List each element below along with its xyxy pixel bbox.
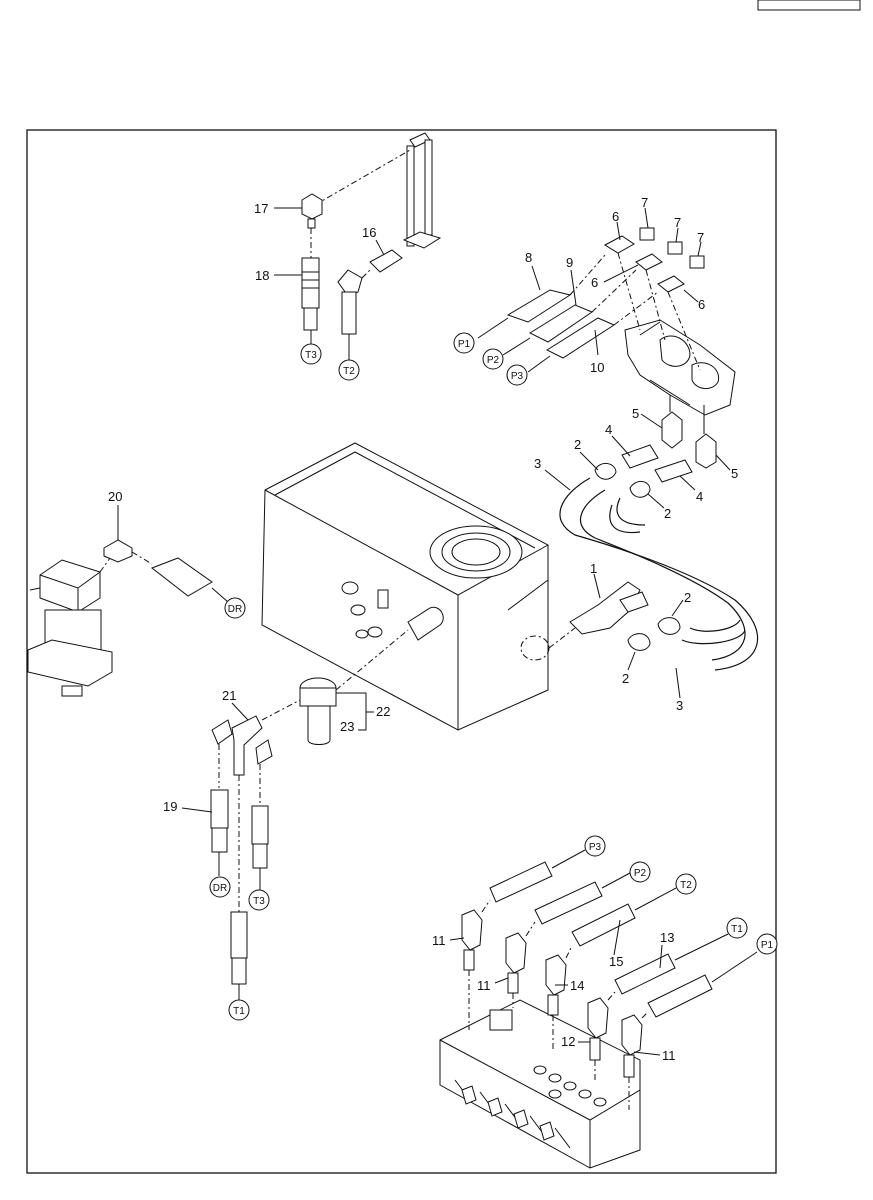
- callout-4: 4: [696, 489, 703, 504]
- callout-2: 2: [684, 590, 691, 605]
- port-tag-t1: T1: [731, 924, 743, 935]
- callout-labels: 1 2 2 2 2 3 3 4 4 5 5 6 6 6 7 7 7 8 9 10…: [108, 195, 738, 1063]
- port-tag-p1: P1: [761, 940, 774, 951]
- callout-11: 11: [432, 933, 446, 948]
- return-line-assembly: [301, 132, 442, 360]
- callout-11: 11: [662, 1048, 676, 1063]
- callout-12: 12: [561, 1034, 575, 1049]
- port-tag-labels: P1 P2 P3 T3 T2 DR DR T3 T1 P3 P2 T2 T1 P…: [213, 339, 774, 1017]
- callout-14: 14: [570, 978, 584, 993]
- port-tag-circles: [209, 332, 778, 1021]
- callout-4: 4: [605, 422, 612, 437]
- callout-19: 19: [163, 799, 177, 814]
- callout-2: 2: [622, 671, 629, 686]
- callout-7: 7: [697, 230, 704, 245]
- drawing-frame: [26, 129, 777, 1174]
- page-tab-box: [757, 0, 861, 11]
- callout-17: 17: [254, 201, 268, 216]
- port-tag-t3: T3: [305, 350, 317, 361]
- callout-7: 7: [674, 215, 681, 230]
- callout-22: 22: [376, 704, 390, 719]
- callout-1: 1: [590, 561, 597, 576]
- port-tag-p2: P2: [634, 868, 647, 879]
- callout-23: 23: [340, 719, 354, 734]
- callout-9: 9: [566, 255, 573, 270]
- callout-2: 2: [664, 506, 671, 521]
- swing-motor: [27, 539, 229, 697]
- callout-6: 6: [698, 297, 705, 312]
- callout-15: 15: [609, 954, 623, 969]
- port-tag-p1: P1: [458, 339, 471, 350]
- hydraulic-tank: [261, 442, 576, 731]
- callout-20: 20: [108, 489, 122, 504]
- callout-6: 6: [612, 209, 619, 224]
- port-tag-t2: T2: [343, 366, 355, 377]
- suction-hoses: [559, 444, 759, 671]
- callout-10: 10: [590, 360, 604, 375]
- port-tag-p3: P3: [589, 842, 602, 853]
- callout-2: 2: [574, 437, 581, 452]
- port-tag-p2: P2: [487, 355, 500, 366]
- callout-8: 8: [525, 250, 532, 265]
- callout-5: 5: [731, 466, 738, 481]
- port-tag-t3: T3: [253, 896, 265, 907]
- leader-lines: [117, 207, 731, 1056]
- callout-11: 11: [477, 978, 491, 993]
- main-pump-assembly: [477, 227, 736, 469]
- port-tag-p3: P3: [511, 371, 524, 382]
- port-tag-dr: DR: [228, 604, 242, 615]
- return-filter-assembly: [210, 629, 409, 1000]
- callout-5: 5: [632, 406, 639, 421]
- callout-18: 18: [255, 268, 269, 283]
- control-valve-assembly: [439, 849, 758, 1169]
- callout-21: 21: [222, 688, 236, 703]
- callout-7: 7: [641, 195, 648, 210]
- port-tag-dr: DR: [213, 883, 227, 894]
- callout-3: 3: [534, 456, 541, 471]
- callout-3: 3: [676, 698, 683, 713]
- port-tag-t2: T2: [680, 880, 692, 891]
- callout-16: 16: [362, 225, 376, 240]
- callout-6: 6: [591, 275, 598, 290]
- callout-13: 13: [660, 930, 674, 945]
- port-tag-t1: T1: [233, 1006, 245, 1017]
